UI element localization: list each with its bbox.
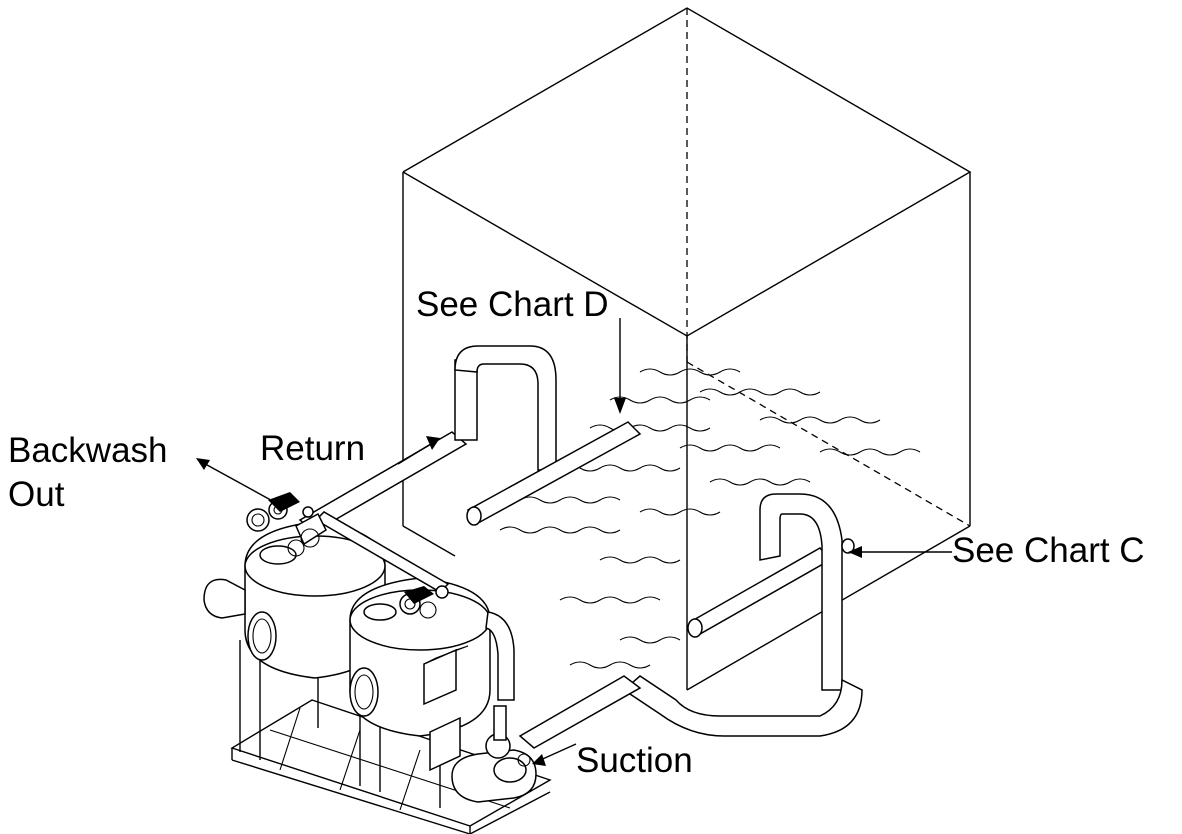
filter-manifold-pipes <box>203 511 515 701</box>
label-suction: Suction <box>576 741 693 780</box>
arrow-see-chart-d <box>614 318 626 414</box>
filter-tank-right <box>349 577 491 737</box>
arrow-see-chart-c <box>848 546 952 558</box>
label-see-chart-c: See Chart C <box>952 531 1145 570</box>
water-surface <box>499 368 921 669</box>
pump-and-controls <box>423 645 537 803</box>
backwash-valve-right <box>399 585 449 619</box>
backwash-valve-left <box>246 492 327 557</box>
arrow-suction <box>532 743 577 766</box>
label-see-chart-d: See Chart D <box>416 285 609 324</box>
label-return: Return <box>260 429 365 468</box>
suction-pipe <box>518 493 863 749</box>
arrow-return <box>397 436 440 465</box>
label-backwash: Backwash <box>8 431 168 470</box>
arrow-backwash-out <box>196 458 279 505</box>
label-out: Out <box>8 475 65 514</box>
